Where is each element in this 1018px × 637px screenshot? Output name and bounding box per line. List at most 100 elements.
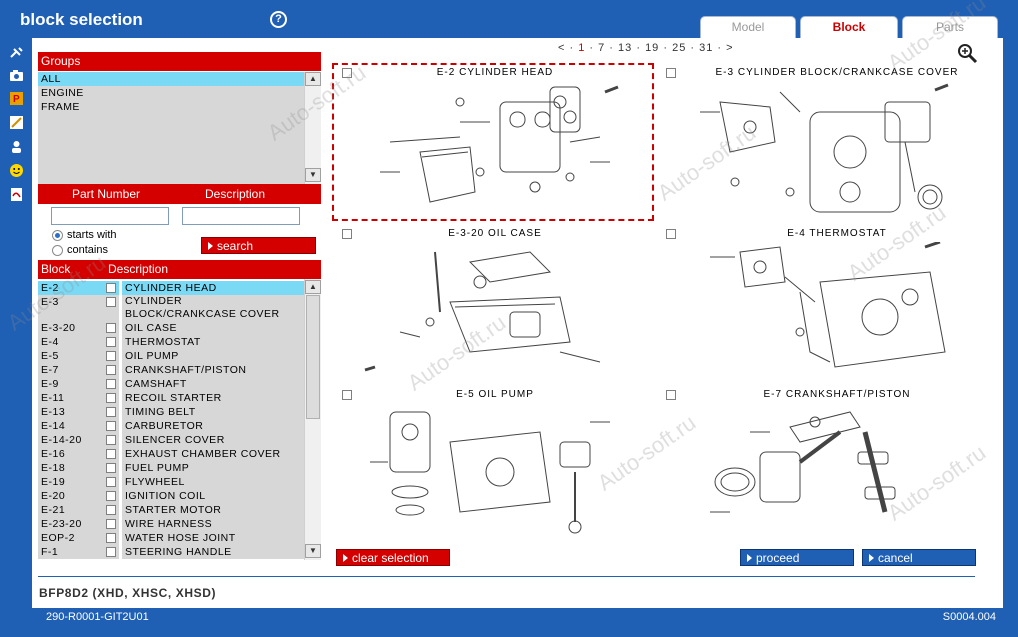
edit-icon[interactable]	[9, 115, 24, 130]
engine-diagram-icon[interactable]	[690, 402, 960, 537]
diagram-checkbox[interactable]	[666, 229, 676, 239]
diagram-checkbox[interactable]	[342, 229, 352, 239]
pager-page[interactable]: 13	[618, 42, 633, 54]
block-desc: TIMING BELT	[122, 405, 304, 419]
block-checkbox[interactable]	[106, 505, 116, 515]
block-checkbox[interactable]	[106, 449, 116, 459]
block-checkbox[interactable]	[106, 337, 116, 347]
block-checkbox[interactable]	[106, 407, 116, 417]
pager-page[interactable]: 19	[645, 42, 660, 54]
tab-parts[interactable]: Parts	[902, 16, 998, 38]
scroll-up-icon[interactable]: ▲	[305, 72, 321, 86]
diagram-cell-highlight[interactable]	[332, 63, 654, 221]
engine-diagram-icon[interactable]	[360, 402, 630, 537]
camera-icon[interactable]	[9, 68, 24, 83]
block-checkbox[interactable]	[106, 283, 116, 293]
clear-selection-button[interactable]: clear selection	[336, 549, 450, 566]
block-checkbox[interactable]	[106, 351, 116, 361]
part-number-input[interactable]	[51, 207, 169, 225]
block-checkbox[interactable]	[106, 297, 116, 307]
pager-page[interactable]: 25	[672, 42, 687, 54]
diagram-checkbox[interactable]	[666, 390, 676, 400]
pager-prev[interactable]: <	[558, 42, 566, 54]
group-item[interactable]: FRAME	[38, 100, 304, 114]
block-checkbox[interactable]	[106, 379, 116, 389]
description-input[interactable]	[182, 207, 300, 225]
status-bar: 290-R0001-GIT2U01 S0004.004	[0, 608, 1018, 637]
block-checkbox[interactable]	[106, 491, 116, 501]
engine-diagram-icon[interactable]	[690, 242, 960, 377]
pager-page[interactable]: 31	[699, 42, 714, 54]
proceed-button[interactable]: proceed	[740, 549, 854, 566]
contains-radio[interactable]	[52, 245, 63, 256]
block-checkbox[interactable]	[106, 463, 116, 473]
group-item[interactable]: ENGINE	[38, 86, 304, 100]
engine-diagram-icon[interactable]	[360, 82, 630, 212]
search-button[interactable]: search	[201, 237, 316, 254]
pdf-icon[interactable]	[9, 187, 24, 202]
block-desc-line2: BLOCK/CRANKCASE COVER	[125, 308, 280, 320]
block-checkbox[interactable]	[106, 435, 116, 445]
block-checkbox[interactable]	[106, 421, 116, 431]
block-code: E-23-20	[38, 517, 119, 531]
block-row[interactable]: E-2 CYLINDER HEAD	[38, 281, 304, 295]
diagram-checkbox[interactable]	[666, 68, 676, 78]
help-icon[interactable]: ?	[270, 11, 287, 28]
zoom-icon[interactable]	[956, 42, 978, 64]
block-checkbox[interactable]	[106, 547, 116, 557]
engine-diagram-icon[interactable]	[690, 82, 960, 217]
block-col-header: Block	[41, 262, 71, 276]
scroll-thumb[interactable]	[306, 295, 320, 419]
user-icon[interactable]	[9, 139, 24, 154]
block-checkbox[interactable]	[106, 533, 116, 543]
pager-next[interactable]: >	[726, 42, 734, 54]
diagram-checkbox[interactable]	[342, 68, 352, 78]
block-checkbox[interactable]	[106, 393, 116, 403]
scroll-up-icon[interactable]: ▲	[305, 280, 321, 294]
search-header: Part Number Description	[38, 184, 321, 204]
tab-model[interactable]: Model	[700, 16, 796, 38]
diagram-checkbox[interactable]	[342, 390, 352, 400]
block-checkbox[interactable]	[106, 365, 116, 375]
group-item[interactable]: ALL	[38, 72, 304, 86]
scroll-down-icon[interactable]: ▼	[305, 168, 321, 182]
block-checkbox[interactable]	[106, 519, 116, 529]
model-line: BFP8D2 (XHD, XHSC, XHSD)	[39, 586, 217, 600]
tab-block[interactable]: Block	[800, 16, 898, 38]
engine-diagram-icon[interactable]	[360, 242, 630, 377]
pager-page[interactable]: 1	[578, 42, 586, 54]
scroll-down-icon[interactable]: ▼	[305, 544, 321, 558]
cancel-button[interactable]: cancel	[862, 549, 976, 566]
block-code: E-18	[38, 461, 119, 475]
block-checkbox[interactable]	[106, 477, 116, 487]
block-desc: CARBURETOR	[122, 419, 304, 433]
group-item-empty	[38, 170, 304, 184]
pager-page[interactable]: 7	[598, 42, 606, 54]
smiley-icon[interactable]	[9, 163, 24, 178]
tools-icon[interactable]	[9, 45, 24, 60]
starts-with-radio[interactable]	[52, 230, 63, 241]
proceed-label: proceed	[756, 551, 800, 565]
groups-scrollbar[interactable]: ▲ ▼	[304, 72, 321, 184]
parking-icon[interactable]: P	[9, 91, 24, 106]
block-list-scrollbar[interactable]: ▲ ▼	[304, 279, 321, 560]
block-checkbox[interactable]	[106, 323, 116, 333]
